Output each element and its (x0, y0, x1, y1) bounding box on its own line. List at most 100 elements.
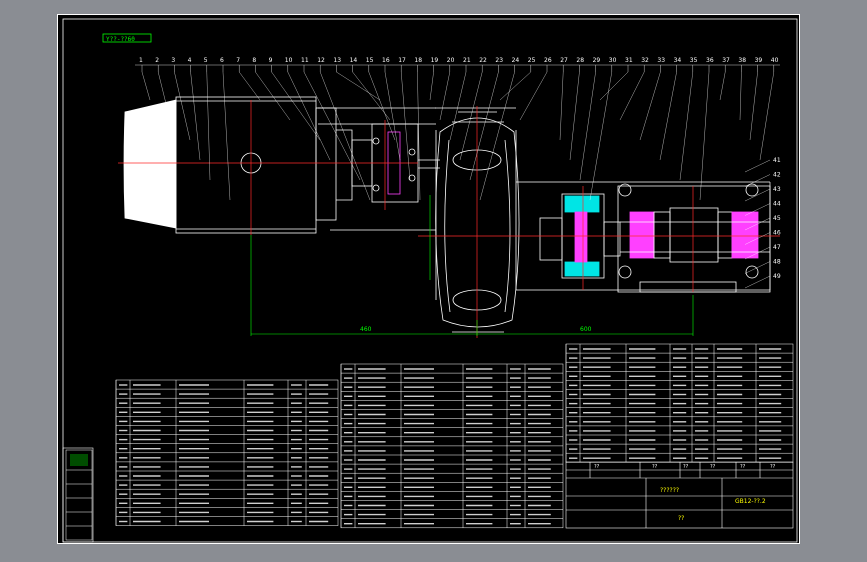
dimension-right: 600 (580, 326, 592, 333)
side-balloon-leader (744, 203, 771, 216)
balloon-label: 13 (333, 57, 341, 64)
balloon-leader (639, 71, 661, 141)
balloon-leader (141, 71, 151, 101)
balloon-leader (429, 71, 434, 101)
balloon-leader (499, 71, 531, 101)
balloon-leader (352, 71, 391, 121)
balloon-leader (384, 71, 401, 161)
balloon-leader (569, 71, 580, 161)
title-remark-header: ?? (770, 464, 776, 470)
balloon-leader (368, 71, 396, 141)
coupling-2 (539, 193, 621, 279)
dimension-left: 460 (360, 326, 372, 333)
balloon-label: 40 (771, 57, 779, 64)
balloon-leader (206, 71, 211, 181)
side-balloon-leader (744, 217, 771, 231)
balloon-label: 32 (641, 57, 649, 64)
left-strip (62, 447, 94, 543)
side-balloon-label: 49 (773, 273, 781, 280)
balloon-label: 30 (609, 57, 617, 64)
balloon-leader (271, 71, 321, 141)
side-balloon-label: 43 (773, 186, 781, 193)
corner-tag: Y??-??60 (106, 36, 135, 43)
parts-list-middle (340, 363, 564, 529)
side-balloon-label: 47 (773, 244, 781, 251)
balloon-label: 31 (625, 57, 633, 64)
balloon-leader (619, 71, 645, 121)
balloon-label: 7 (236, 57, 240, 64)
balloon-leader (239, 71, 261, 101)
balloon-leader (679, 71, 693, 181)
balloon-leader (255, 71, 291, 121)
balloon-leader (519, 71, 548, 121)
parts-list-left (115, 379, 339, 526)
parts-list-right (565, 343, 794, 463)
balloon-leader (439, 71, 450, 121)
balloon-label: 2 (155, 57, 159, 64)
balloon-label: 22 (479, 57, 487, 64)
gearbox (617, 183, 771, 293)
balloon-label: 27 (560, 57, 568, 64)
balloon-label: 6 (220, 57, 224, 64)
balloon-label: 37 (722, 57, 730, 64)
balloon-leader (401, 71, 411, 181)
balloon-label: 33 (657, 57, 665, 64)
title-name-header: ?? (652, 464, 658, 470)
balloon-label: 28 (576, 57, 584, 64)
balloon-leader (336, 71, 381, 101)
balloon-label: 17 (398, 57, 406, 64)
balloon-leader (469, 71, 499, 181)
title-material-header: ?? (710, 464, 716, 470)
balloon-leader (417, 71, 421, 201)
balloon-leader (599, 71, 629, 101)
balloon-leader (459, 71, 483, 161)
balloon-label: 5 (204, 57, 208, 64)
side-balloon-label: 42 (773, 172, 781, 179)
balloon-label: 9 (269, 57, 273, 64)
title-block (565, 461, 794, 529)
inner-border (62, 18, 798, 543)
drawing-number: GB12-??.2 (735, 498, 766, 505)
balloon-label: 8 (252, 57, 256, 64)
balloon-label: 4 (188, 57, 192, 64)
title-qty-header: ?? (683, 464, 689, 470)
balloon-leader (719, 71, 726, 101)
balloon-leader (174, 71, 191, 141)
center-lines (118, 100, 780, 338)
balloon-leader (222, 71, 231, 201)
motor (123, 96, 353, 234)
side-balloon-leader (744, 261, 771, 274)
balloon-leader (158, 71, 171, 121)
balloon-leader (739, 71, 742, 121)
side-balloon-leader (744, 188, 771, 202)
balloon-leader (759, 71, 774, 161)
balloon-leader (287, 71, 331, 161)
balloon-leader (749, 71, 758, 141)
balloon-label: 3 (171, 57, 175, 64)
balloon-label: 25 (528, 57, 536, 64)
balloon-label: 1 (139, 57, 143, 64)
side-balloon-label: 48 (773, 259, 781, 266)
balloon-label: 12 (317, 57, 325, 64)
drawing-sheet (57, 14, 800, 544)
balloon-label: 15 (366, 57, 374, 64)
side-balloon-label: 41 (773, 157, 781, 164)
side-balloon-label: 45 (773, 215, 781, 222)
side-balloon-leader (744, 232, 771, 245)
corner-tag-box (102, 33, 152, 43)
balloon-label: 35 (690, 57, 698, 64)
balloon-label: 16 (382, 57, 390, 64)
balloon-label: 11 (301, 57, 309, 64)
balloon-label: 21 (463, 57, 471, 64)
side-balloon-label: 46 (773, 230, 781, 237)
balloon-label: 39 (755, 57, 763, 64)
balloon-label: 38 (738, 57, 746, 64)
balloon-label: 29 (593, 57, 601, 64)
drawing-part: ?? (678, 515, 684, 522)
balloon-label: 18 (414, 57, 422, 64)
balloon-label: 19 (431, 57, 439, 64)
left-title-strip (65, 449, 93, 541)
